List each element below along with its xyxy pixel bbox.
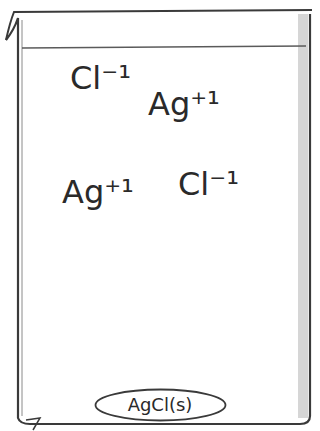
ion-label: Ag⁺¹ bbox=[148, 88, 220, 120]
ion-label: Ag⁺¹ bbox=[62, 176, 134, 208]
precipitate-pile: AgCl(s) bbox=[94, 388, 227, 422]
ion-label: Cl⁻¹ bbox=[70, 62, 131, 94]
beaker-inner-wall bbox=[22, 20, 23, 416]
precipitate-ellipse bbox=[95, 390, 225, 421]
pen-mark bbox=[26, 418, 40, 430]
beaker-outline bbox=[6, 14, 310, 424]
beaker-rim bbox=[6, 10, 312, 40]
ion-label: Cl⁻¹ bbox=[178, 168, 239, 200]
precipitate-label: AgCl(s) bbox=[128, 396, 193, 414]
liquid-surface bbox=[22, 46, 306, 48]
beaker-shading bbox=[298, 14, 308, 418]
